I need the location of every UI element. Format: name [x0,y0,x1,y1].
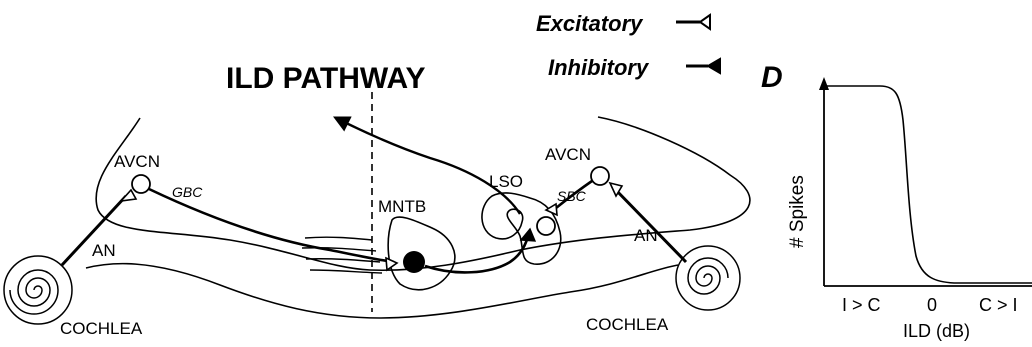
lso-output-projection [336,118,520,214]
mntb-inhibitory-axon [425,236,528,272]
gbc-label: GBC [172,184,203,200]
mntb-nucleus-outline [388,217,455,290]
sbc-excitatory-terminal [546,204,557,215]
diagram-title: ILD PATHWAY [226,62,425,95]
left-gbc-cell [132,175,150,193]
lso-principal-cell [537,217,555,235]
panel-d-letter: D [761,61,783,94]
right-sbc-cell [591,167,609,185]
right-cochlea-label: COCHLEA [586,315,669,334]
crossing-fibers [302,237,382,273]
panel-d-xtick-i-gt-c: I > C [842,295,881,315]
mntb-inhibitory-terminal [521,229,535,241]
panel-d-response-curve [824,86,1032,283]
left-cochlea [4,256,72,324]
brainstem-lower-outline [86,264,678,318]
right-cochlea [676,246,740,310]
right-an-label: AN [634,226,658,245]
inhibitory-synapse-symbol [686,59,720,73]
panel-d-ylabel: # Spikes [787,175,808,248]
legend-excitatory-label: Excitatory [536,11,644,36]
right-an-fiber [612,186,686,262]
legend-inhibitory-label: Inhibitory [548,55,650,80]
left-an-label: AN [92,241,116,260]
panel-d-xtick-c-gt-i: C > I [979,295,1018,315]
right-avcn-label: AVCN [545,145,591,164]
panel-d-y-arrow [819,77,829,90]
panel-d-axes [824,80,1032,286]
excitatory-synapse-symbol [676,15,710,29]
left-cochlea-label: COCHLEA [60,319,143,338]
mntb-principal-cell [403,251,425,273]
panel-d-xlabel: ILD (dB) [903,321,970,341]
left-avcn-label: AVCN [114,152,160,171]
panel-d-xtick-zero: 0 [927,295,937,315]
mntb-label: MNTB [378,197,426,216]
left-an-excitatory-terminal [121,190,136,201]
